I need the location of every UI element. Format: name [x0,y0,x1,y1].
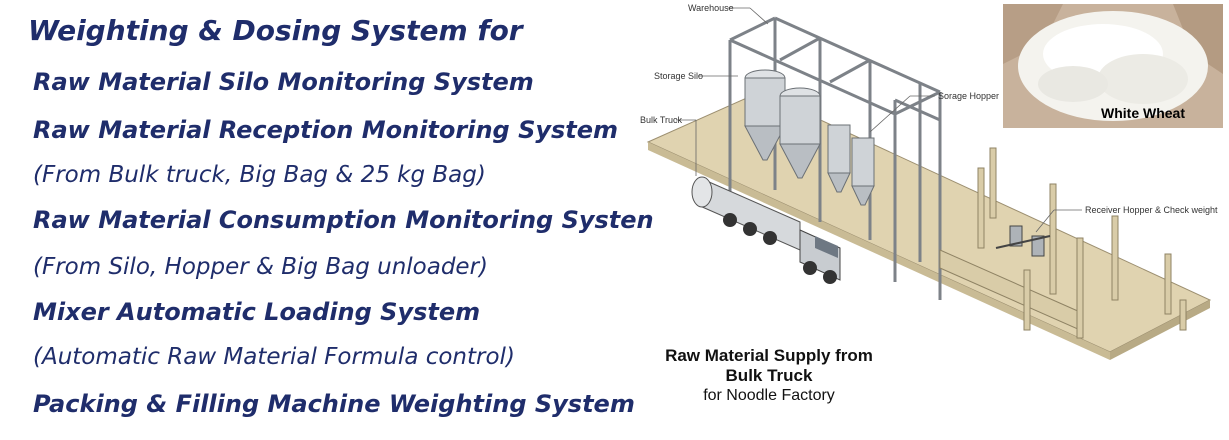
diagram-caption: Raw Material Supply from Bulk Truck for … [630,346,908,406]
caption-line-1: Raw Material Supply from [665,346,873,365]
feature-mixer-loading: Mixer Automatic Loading System [33,298,481,326]
feature-formula-control: (Automatic Raw Material Formula control) [33,344,515,370]
feature-consumption-sources: (From Silo, Hopper & Big Bag unloader) [33,254,489,280]
storage-silos [744,69,821,179]
caption-line-2: Bulk Truck [725,366,813,385]
feature-reception-sources: (From Bulk truck, Big Bag & 25 kg Bag) [33,162,486,188]
page-title: Weighting & Dosing System for [28,14,523,47]
feature-packing-weighting: Packing & Filling Machine Weighting Syst… [33,390,635,418]
callout-warehouse: Warehouse [688,3,734,13]
flour-sack-image [1003,4,1223,128]
white-wheat-photo [1003,4,1223,128]
white-wheat-label: White Wheat [1101,105,1185,121]
callout-storage-silo: Storage Silo [654,71,703,81]
bulk-truck [691,176,841,284]
callout-storage-hopper: Sorage Hopper [938,91,999,101]
feature-silo-monitoring: Raw Material Silo Monitoring System [33,68,534,96]
receiver-area [939,147,1187,339]
storage-hoppers [827,124,875,206]
feature-reception-monitoring: Raw Material Reception Monitoring System [33,116,619,144]
feature-consumption-monitoring: Raw Material Consumption Monitoring Syst… [33,206,654,234]
feature-list: Weighting & Dosing System for Raw Materi… [28,14,654,418]
receiver-hopper [995,225,1051,257]
caption-line-3: for Noodle Factory [703,387,835,404]
plant-layout-diagram: Warehouse Storage Silo Bulk Truck Sorage… [640,3,1218,360]
callout-bulk-truck: Bulk Truck [640,115,683,125]
callout-receiver-hopper: Receiver Hopper & Check weight [1085,205,1218,215]
